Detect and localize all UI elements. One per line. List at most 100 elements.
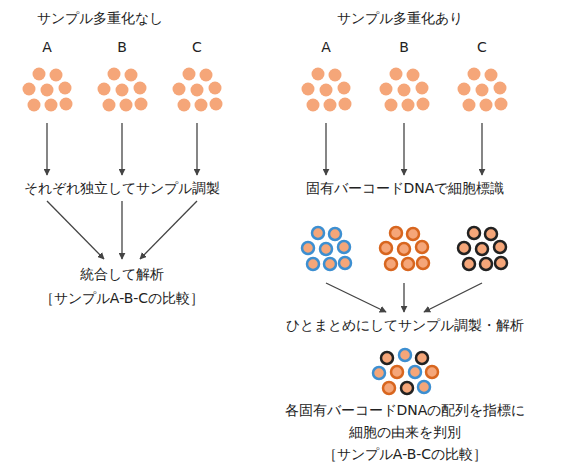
labeled-cell-cluster (452, 222, 512, 280)
cell (417, 257, 429, 269)
cell (416, 82, 429, 95)
cell (191, 84, 204, 97)
cell (98, 83, 111, 96)
cell (458, 242, 470, 254)
panel-heading: サンプル多重化なし (0, 8, 200, 28)
cell (23, 83, 36, 96)
flow-arrow (196, 123, 197, 175)
labeled-cell-cluster (374, 222, 434, 280)
cell (485, 228, 497, 240)
sample-letter: B (374, 38, 434, 56)
cell (494, 82, 507, 95)
flow-arrow (121, 123, 122, 175)
sample-letter: A (17, 38, 77, 56)
flow-arrow (325, 123, 326, 175)
cell (390, 227, 402, 239)
cell-cluster-node: B (92, 38, 152, 120)
cell (385, 258, 397, 270)
cell-cluster (374, 58, 434, 120)
cell (329, 69, 342, 82)
cell (338, 82, 351, 95)
cell (116, 84, 129, 97)
cell (200, 69, 213, 82)
cell (380, 83, 393, 96)
cell (480, 258, 492, 270)
cell (210, 98, 223, 111)
cell-cluster (92, 58, 152, 120)
cell (320, 84, 333, 97)
panel-heading: サンプル多重化あり (300, 8, 500, 28)
cell (398, 84, 411, 97)
cell-cluster (17, 58, 77, 120)
cell-cluster (296, 58, 356, 120)
cell (59, 82, 72, 95)
cell-cluster (452, 58, 512, 120)
cell (302, 242, 314, 254)
step-text: ひとまとめにしてサンプル調製・解析 (275, 315, 535, 335)
cell (312, 68, 325, 81)
flow-arrow (121, 201, 122, 259)
cell (416, 241, 428, 253)
step-text: 各固有バーコードDNAの配列を指標に 細胞の由来を判別 (265, 399, 545, 443)
cell (173, 83, 186, 96)
cell (380, 242, 392, 254)
cell (398, 243, 410, 255)
cell (60, 98, 73, 111)
cell-cluster-node: C (452, 38, 512, 120)
cell (390, 68, 403, 81)
step-text: 統合して解析 (7, 262, 237, 286)
cell (324, 258, 336, 270)
step-note: ［サンプルA-B-Cの比較］ (7, 286, 237, 310)
cell (45, 99, 58, 112)
cell (494, 241, 506, 253)
flow-arrow (47, 201, 104, 259)
cell (463, 99, 476, 112)
cell (178, 99, 191, 112)
cell (476, 84, 489, 97)
cell (402, 99, 415, 112)
cell-cluster (167, 58, 227, 120)
cell (468, 68, 481, 81)
step-text: 統合して解析［サンプルA-B-Cの比較］ (7, 262, 237, 310)
cell (307, 258, 319, 270)
step-text: それぞれ独立してサンプル調製 (7, 178, 237, 198)
flow-arrow (424, 283, 482, 312)
flow-arrow (46, 123, 47, 175)
flow-arrow (326, 283, 386, 312)
cell (458, 83, 471, 96)
cell-cluster-node: C (167, 38, 227, 120)
cell (41, 84, 54, 97)
cell (135, 98, 148, 111)
cell (125, 69, 138, 82)
cell (417, 98, 430, 111)
cell-cluster-node: B (374, 38, 434, 120)
cell (307, 99, 320, 112)
step-text: ひとまとめにしてサンプル調製・解析 (275, 315, 535, 335)
cell-cluster (452, 222, 512, 280)
cell (339, 257, 351, 269)
flow-arrow (481, 123, 482, 175)
sample-letter: B (92, 38, 152, 56)
cell-cluster-node: A (17, 38, 77, 120)
cell (50, 69, 63, 82)
flow-arrow (403, 123, 404, 175)
cell (407, 228, 419, 240)
sample-letter: C (452, 38, 512, 56)
cell (339, 98, 352, 111)
cell-cluster (296, 222, 356, 280)
sample-letter: A (296, 38, 356, 56)
cell (312, 227, 324, 239)
cell (468, 227, 480, 239)
cell (485, 69, 498, 82)
cell (476, 243, 488, 255)
labeled-cell-cluster (296, 222, 356, 280)
cell (463, 258, 475, 270)
flow-arrow (403, 283, 404, 312)
step-text: 各固有バーコードDNAの配列を指標に 細胞の由来を判別［サンプルA-B-Cの比較… (265, 399, 545, 465)
cell (324, 99, 337, 112)
cell (183, 68, 196, 81)
cell (33, 68, 46, 81)
cell-cluster (374, 222, 434, 280)
cell (495, 98, 508, 111)
